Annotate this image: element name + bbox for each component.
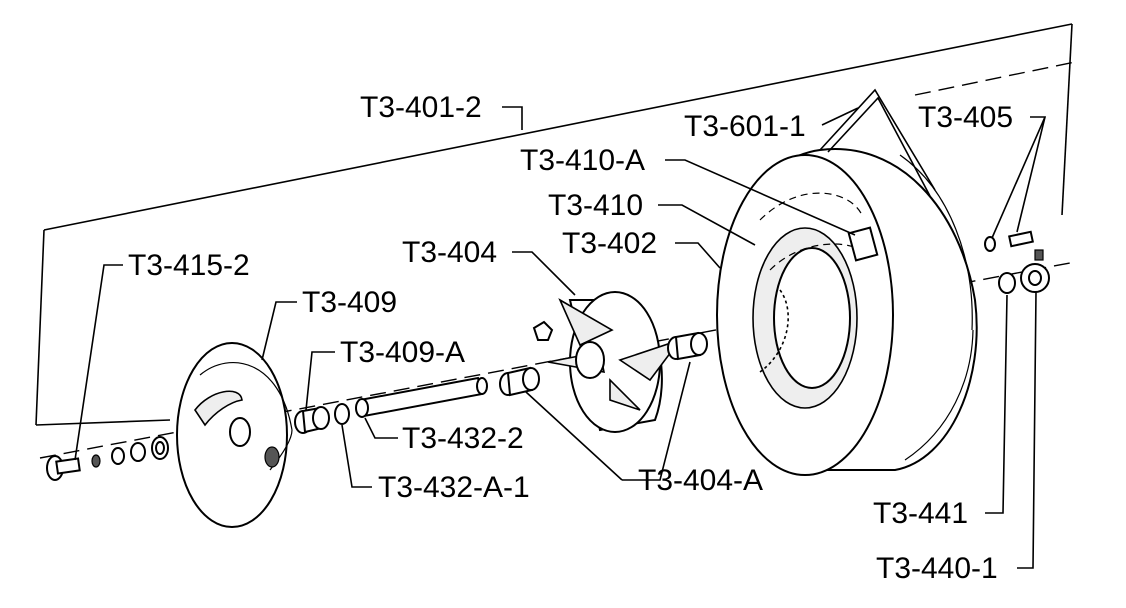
bolt-washers [46,436,169,481]
bushings [499,331,708,397]
label-t3-409: T3-409 [302,286,397,319]
label-t3-440-1: T3-440-1 [876,552,998,585]
right-hardware [984,230,1050,294]
label-t3-410-a: T3-410-A [520,144,645,177]
impeller [532,291,683,433]
label-t3-415-2: T3-415-2 [128,249,250,282]
label-t3-432-a-1: T3-432-A-1 [378,471,530,504]
label-t3-441: T3-441 [873,497,968,530]
label-t3-405: T3-405 [918,101,1013,134]
label-t3-404-a: T3-404-A [638,464,763,497]
label-t3-601-1: T3-601-1 [684,110,806,143]
front-cover [176,342,293,528]
label-t3-404: T3-404 [402,236,497,269]
part-labels: T3-401-2 T3-601-1 T3-405 T3-410-A T3-410… [128,91,1013,585]
main-housing [716,148,978,476]
shaft [355,376,488,418]
handle-loop [819,88,936,197]
label-t3-402: T3-402 [562,227,657,260]
leader-lines [74,106,1047,569]
label-t3-401-2: T3-401-2 [360,91,482,124]
label-t3-410: T3-410 [548,189,643,222]
spacer-and-ring [294,403,350,434]
label-t3-432-2: T3-432-2 [402,422,524,455]
frame-outline [35,23,1073,426]
label-t3-409-a: T3-409-A [340,336,465,369]
